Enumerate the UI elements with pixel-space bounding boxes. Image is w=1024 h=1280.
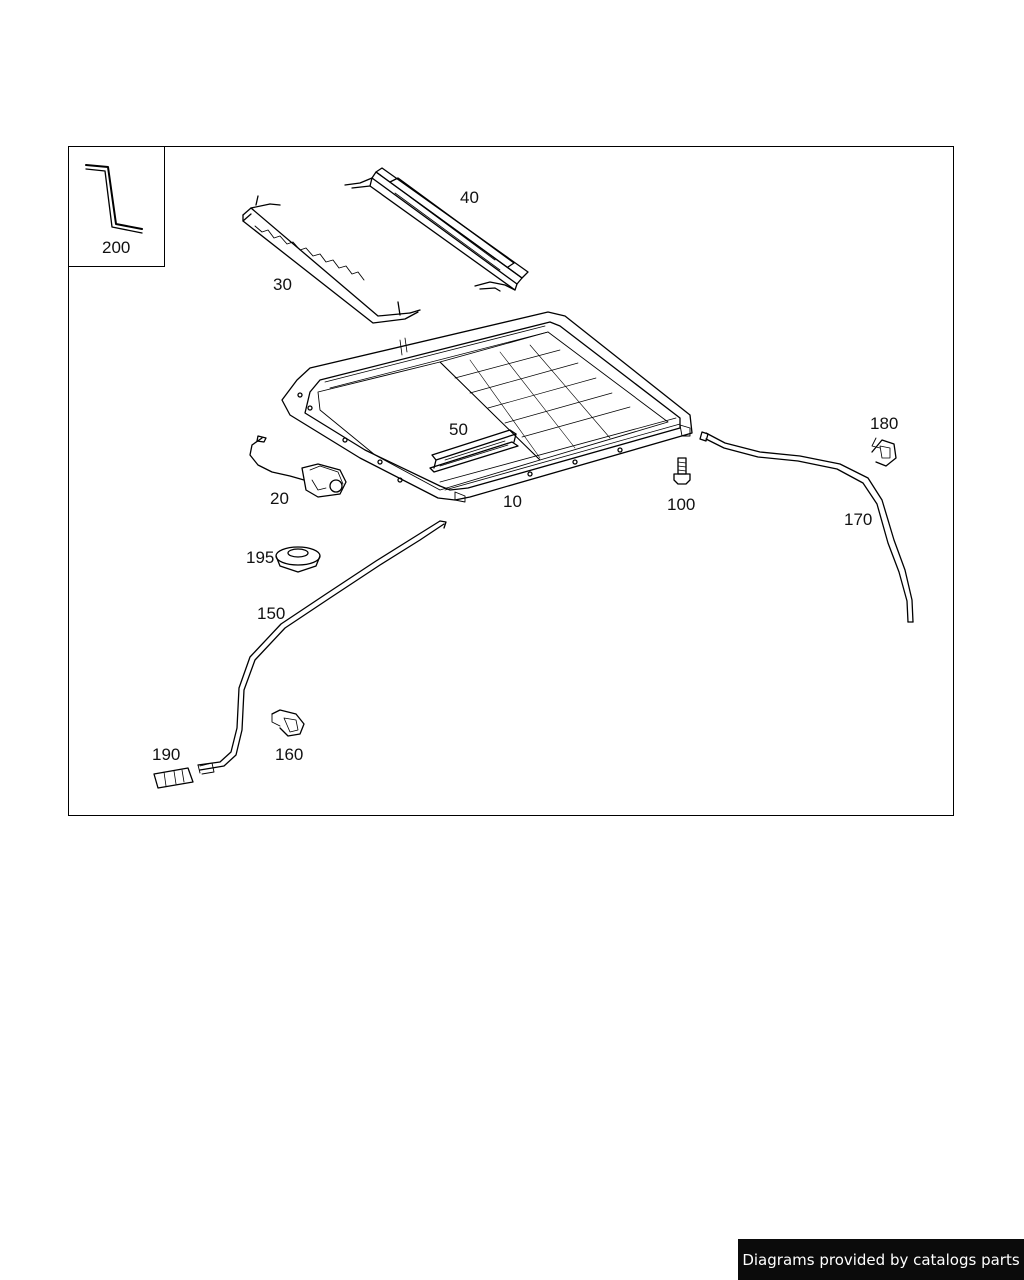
seal-strip-part [242, 195, 421, 324]
callout-50: 50 [449, 420, 468, 439]
clip-right-part [871, 437, 897, 467]
diagram-frame [68, 146, 954, 816]
callout-10: 10 [503, 492, 522, 511]
front-frame-part [344, 167, 529, 292]
bolt-part [673, 457, 691, 485]
clip-left-part [271, 709, 305, 737]
callout-160: 160 [275, 745, 304, 764]
callout-30: 30 [273, 275, 292, 294]
callout-200: 200 [102, 238, 131, 257]
callout-190: 190 [152, 745, 181, 764]
grommet-part [275, 546, 321, 573]
callout-195: 195 [246, 548, 275, 567]
inset-box [68, 146, 165, 267]
sunroof-frame-part [281, 311, 693, 503]
callout-150: 150 [257, 604, 286, 623]
footer-credit-badge: Diagrams provided by catalogs parts [738, 1239, 1024, 1280]
allen-key-part [85, 164, 143, 234]
drain-hose-right-part [699, 431, 914, 623]
hose-end-cap-part [153, 767, 194, 789]
drain-hose-left-part [197, 520, 447, 775]
callout-170: 170 [844, 510, 873, 529]
callout-180: 180 [870, 414, 899, 433]
callout-20: 20 [270, 489, 289, 508]
drive-motor-part [249, 435, 347, 498]
callout-40: 40 [460, 188, 479, 207]
guide-rail-part [429, 429, 519, 473]
callout-100: 100 [667, 495, 696, 514]
